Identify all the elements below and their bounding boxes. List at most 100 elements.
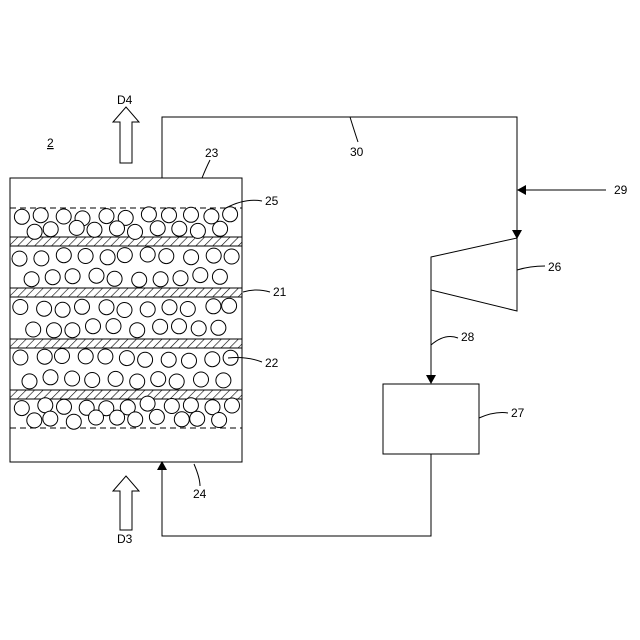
particle bbox=[65, 269, 80, 284]
particle bbox=[162, 300, 177, 315]
particle bbox=[14, 209, 29, 224]
particle bbox=[98, 349, 113, 364]
feed-29-arrowhead bbox=[517, 185, 526, 195]
particle bbox=[222, 298, 237, 313]
particle bbox=[27, 413, 42, 428]
particle bbox=[224, 249, 239, 264]
particle bbox=[130, 374, 145, 389]
particle bbox=[33, 208, 48, 223]
particle bbox=[193, 268, 208, 283]
particle bbox=[225, 398, 240, 413]
particle bbox=[12, 251, 27, 266]
particle bbox=[108, 371, 123, 386]
particle bbox=[26, 322, 41, 337]
d4-outlet-arrow bbox=[113, 107, 139, 163]
particle bbox=[130, 323, 145, 338]
particle bbox=[57, 399, 72, 414]
ref-28-label: 28 bbox=[461, 330, 475, 344]
particle bbox=[45, 270, 60, 285]
particle bbox=[110, 410, 125, 425]
leader-23 bbox=[202, 160, 210, 178]
particle bbox=[37, 301, 52, 316]
particle bbox=[37, 349, 52, 364]
particle bbox=[140, 396, 155, 411]
particle bbox=[89, 268, 104, 283]
particle bbox=[216, 373, 231, 388]
particle bbox=[205, 352, 220, 367]
particle bbox=[159, 249, 174, 264]
particle bbox=[107, 271, 122, 286]
particle bbox=[24, 272, 39, 287]
particle bbox=[43, 370, 58, 385]
particle bbox=[69, 220, 84, 235]
particle bbox=[206, 299, 221, 314]
line-28-arrowhead bbox=[426, 375, 436, 384]
particle bbox=[106, 319, 121, 334]
particle bbox=[56, 209, 71, 224]
unit-27-box bbox=[383, 384, 479, 454]
d4-label: D4 bbox=[117, 93, 133, 107]
leader-24 bbox=[194, 464, 200, 486]
particle bbox=[191, 321, 206, 336]
particle bbox=[184, 207, 199, 222]
ref-23-label: 23 bbox=[205, 146, 219, 160]
particle bbox=[47, 323, 62, 338]
particle bbox=[151, 372, 166, 387]
particle bbox=[172, 221, 187, 236]
particle bbox=[211, 320, 226, 335]
particle bbox=[212, 413, 227, 428]
particle bbox=[141, 207, 156, 222]
particle bbox=[55, 302, 70, 317]
particle bbox=[14, 401, 29, 416]
particle bbox=[75, 299, 90, 314]
separator-plate bbox=[10, 339, 242, 348]
particle bbox=[13, 300, 28, 315]
leader-21 bbox=[243, 290, 270, 292]
particle bbox=[89, 410, 104, 425]
particle bbox=[172, 319, 187, 334]
particle bbox=[56, 248, 71, 263]
particle bbox=[190, 411, 205, 426]
particle bbox=[34, 251, 49, 266]
particle bbox=[85, 373, 100, 388]
particle bbox=[99, 300, 114, 315]
leader-28 bbox=[431, 337, 458, 345]
compressor-26 bbox=[431, 238, 517, 311]
particle bbox=[153, 319, 168, 334]
figure-ref-label: 2 bbox=[47, 136, 54, 150]
particle bbox=[78, 249, 93, 264]
leader-30 bbox=[350, 117, 358, 142]
ref-30-label: 30 bbox=[350, 145, 364, 159]
particle bbox=[162, 208, 177, 223]
particle bbox=[149, 409, 164, 424]
particle bbox=[65, 371, 80, 386]
particle bbox=[183, 398, 198, 413]
separator-plate bbox=[10, 237, 242, 246]
ref-24-label: 24 bbox=[193, 487, 207, 501]
particle bbox=[66, 414, 81, 429]
particle bbox=[87, 222, 102, 237]
particle bbox=[43, 222, 58, 237]
ref-21-label: 21 bbox=[273, 285, 287, 299]
particle bbox=[100, 250, 115, 265]
particle bbox=[194, 372, 209, 387]
particle bbox=[13, 350, 28, 365]
particle bbox=[164, 399, 179, 414]
particle bbox=[86, 319, 101, 334]
particle bbox=[22, 374, 37, 389]
d3-label: D3 bbox=[117, 532, 133, 546]
particle bbox=[128, 224, 143, 239]
particle bbox=[184, 250, 199, 265]
particle bbox=[117, 303, 132, 318]
particle bbox=[119, 351, 134, 366]
particle bbox=[132, 272, 147, 287]
leader-27 bbox=[479, 413, 508, 418]
ref-27-label: 27 bbox=[511, 406, 525, 420]
ref-29-label: 29 bbox=[614, 183, 628, 197]
particle bbox=[27, 224, 42, 239]
particle bbox=[153, 272, 168, 287]
particle bbox=[43, 411, 58, 426]
particle bbox=[138, 352, 153, 367]
particle bbox=[174, 412, 189, 427]
